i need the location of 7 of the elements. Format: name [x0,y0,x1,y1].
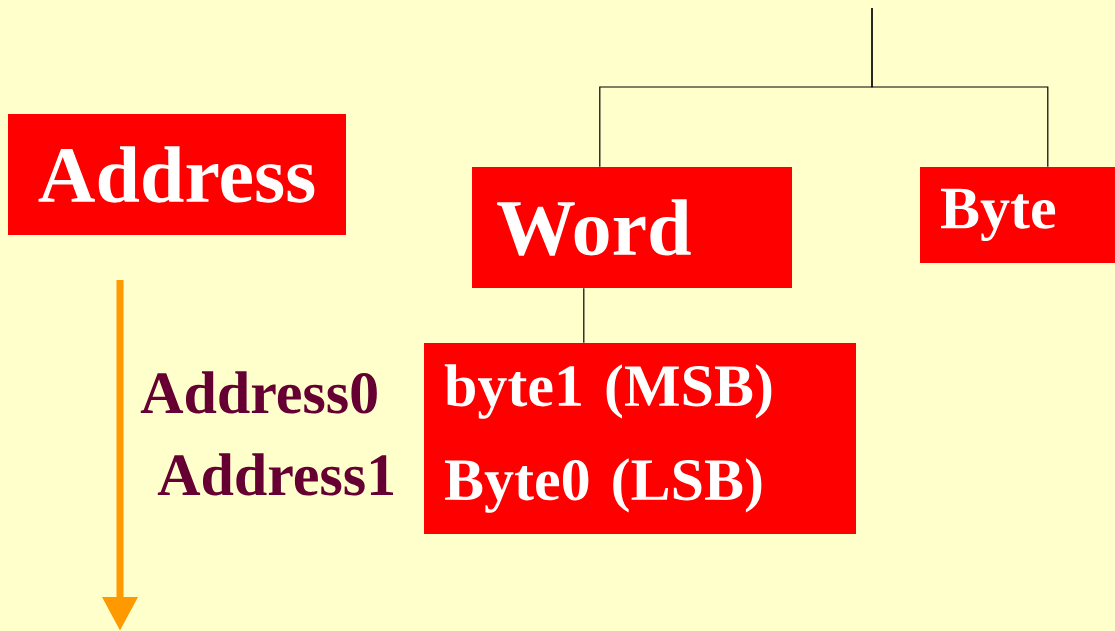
label-box: byte1 (MSB) Byte0 (LSB) [424,343,856,534]
label-box: Byte [920,167,1115,263]
connector-line [871,7,1049,168]
label-box: Word [472,167,792,288]
label-box: Address [8,114,346,235]
connector-line [583,287,585,344]
address-label: Address0 [140,371,377,414]
